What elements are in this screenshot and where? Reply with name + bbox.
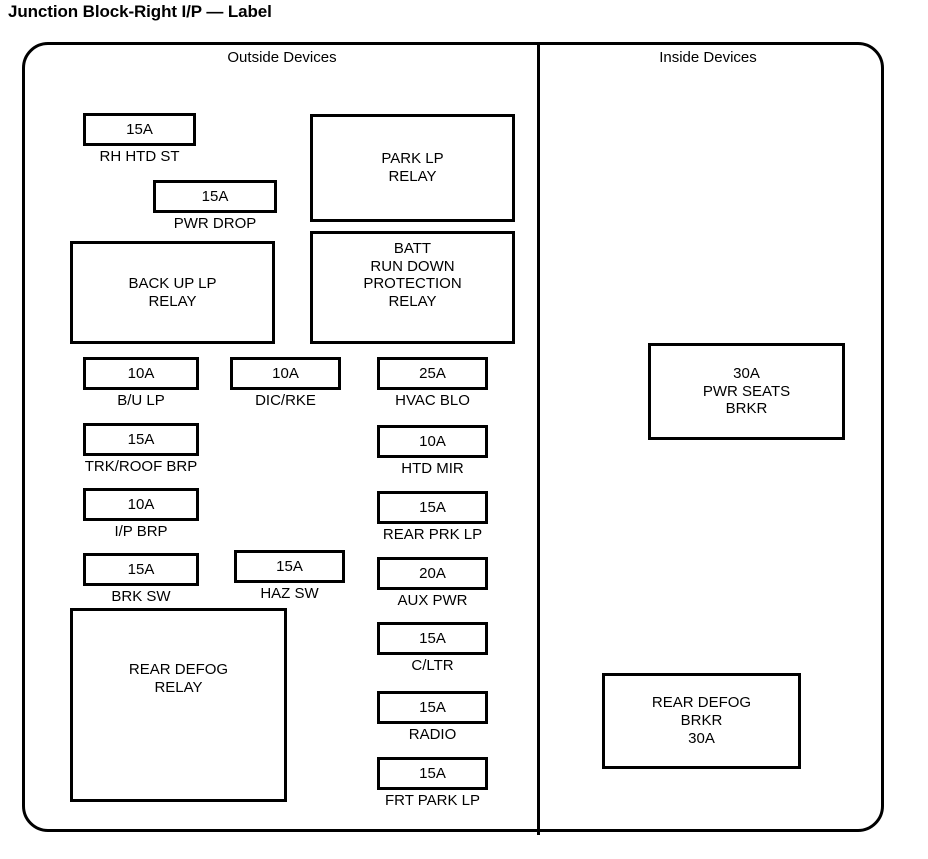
- fuse-rating: 15A: [419, 698, 446, 716]
- fuse-label-dic-rke: DIC/RKE: [255, 392, 316, 409]
- fuse-label-rear-prk-lp: REAR PRK LP: [382, 526, 483, 543]
- fuse-frt-park-lp[interactable]: 15A: [377, 757, 488, 790]
- relay-text: BATT RUN DOWN PROTECTION RELAY: [363, 240, 462, 311]
- fuse-ip-brp[interactable]: 10A: [83, 488, 199, 521]
- fuse-rating: 10A: [127, 495, 155, 513]
- fuse-label-c-ltr: C/LTR: [411, 657, 454, 674]
- fuse-label-pwr-drop: PWR DROP: [173, 215, 257, 232]
- fuse-rating: 15A: [127, 430, 155, 448]
- relay-rear-defog[interactable]: REAR DEFOG RELAY: [70, 608, 287, 802]
- fuse-rating: 10A: [127, 364, 155, 382]
- breaker-rear-defog[interactable]: REAR DEFOG BRKR 30A: [602, 673, 801, 769]
- fuse-rating: 10A: [272, 364, 299, 382]
- fuse-rating: 15A: [276, 557, 303, 575]
- fuse-label-frt-park-lp: FRT PARK LP: [384, 792, 481, 809]
- fuse-brk-sw[interactable]: 15A: [83, 553, 199, 586]
- fuse-haz-sw[interactable]: 15A: [234, 550, 345, 583]
- fuse-hvac-blo[interactable]: 25A: [377, 357, 488, 390]
- fuse-trk-roof-brp[interactable]: 15A: [83, 423, 199, 456]
- fuse-rating: 15A: [127, 560, 155, 578]
- fuse-label-hvac-blo: HVAC BLO: [395, 392, 470, 409]
- relay-text: BACK UP LP RELAY: [128, 274, 217, 310]
- panel-divider: [537, 45, 540, 835]
- fuse-label-radio: RADIO: [408, 726, 457, 743]
- fuse-bu-lp[interactable]: 10A: [83, 357, 199, 390]
- fuse-label-htd-mir: HTD MIR: [401, 460, 464, 477]
- fuse-label-aux-pwr: AUX PWR: [397, 592, 468, 609]
- fuse-rating: 20A: [419, 564, 446, 582]
- fuse-htd-mir[interactable]: 10A: [377, 425, 488, 458]
- fuse-c-ltr[interactable]: 15A: [377, 622, 488, 655]
- fuse-pwr-drop[interactable]: 15A: [153, 180, 277, 213]
- fuse-rating: 15A: [201, 187, 229, 205]
- outside-devices-heading: Outside Devices: [227, 49, 337, 66]
- fuse-label-brk-sw: BRK SW: [111, 588, 171, 605]
- fuse-label-haz-sw: HAZ SW: [260, 585, 319, 602]
- breaker-text: REAR DEFOG BRKR 30A: [651, 694, 752, 747]
- fuse-radio[interactable]: 15A: [377, 691, 488, 724]
- inside-devices-heading: Inside Devices: [659, 49, 757, 66]
- fuse-label-trk-roof-brp: TRK/ROOF BRP: [84, 458, 198, 475]
- fuse-dic-rke[interactable]: 10A: [230, 357, 341, 390]
- relay-batt-run-down-protection[interactable]: BATT RUN DOWN PROTECTION RELAY: [310, 231, 515, 344]
- fuse-rating: 15A: [419, 764, 446, 782]
- fuse-rating: 25A: [419, 364, 446, 382]
- fuse-label-ip-brp: I/P BRP: [114, 523, 168, 540]
- breaker-pwr-seats[interactable]: 30A PWR SEATS BRKR: [648, 343, 845, 440]
- fuse-rating: 15A: [126, 120, 153, 138]
- relay-text: PARK LP RELAY: [381, 150, 444, 185]
- fuse-label-rh-htd-st: RH HTD ST: [99, 148, 180, 165]
- fuse-aux-pwr[interactable]: 20A: [377, 557, 488, 590]
- page-title: Junction Block-Right I/P — Label: [8, 2, 272, 21]
- fuse-rh-htd-st[interactable]: 15A: [83, 113, 196, 146]
- fuse-rear-prk-lp[interactable]: 15A: [377, 491, 488, 524]
- relay-park-lp[interactable]: PARK LP RELAY: [310, 114, 515, 222]
- fuse-rating: 15A: [419, 498, 446, 516]
- breaker-text: 30A PWR SEATS BRKR: [702, 364, 791, 418]
- fuse-rating: 10A: [419, 432, 446, 450]
- relay-text: REAR DEFOG RELAY: [128, 661, 229, 696]
- fuse-rating: 15A: [419, 629, 446, 647]
- fuse-label-bu-lp: B/U LP: [117, 392, 165, 409]
- relay-back-up-lp[interactable]: BACK UP LP RELAY: [70, 241, 275, 344]
